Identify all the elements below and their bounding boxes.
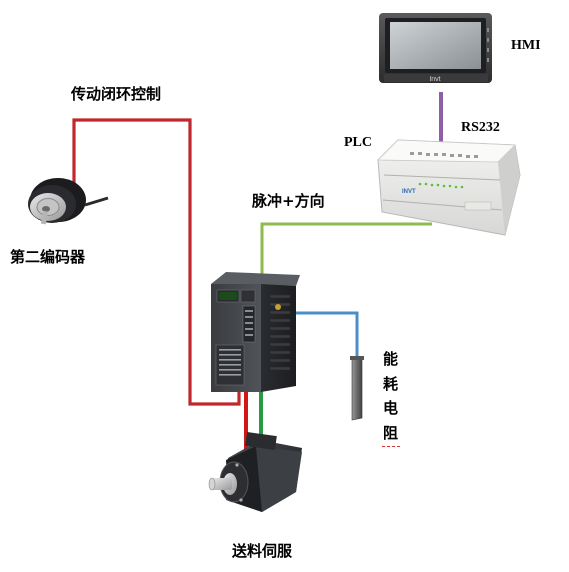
servo-driver-device xyxy=(211,272,300,392)
hmi-brand-text: Invt xyxy=(429,76,440,83)
pulse-direction-wire xyxy=(260,222,432,282)
second-encoder-device xyxy=(28,178,109,225)
plc-device: INVT xyxy=(377,139,521,236)
pulse-direction-label: 脉冲+方向 xyxy=(252,192,325,210)
servo-motor-device xyxy=(208,431,302,512)
hmi-label: HMI xyxy=(511,38,541,53)
braking-resistor-label: 能耗电阻 xyxy=(383,350,399,442)
hmi-device: Invt xyxy=(379,13,492,83)
rs232-label: RS232 xyxy=(461,120,500,135)
braking-resistor-device xyxy=(350,356,364,421)
resistor-wire xyxy=(296,311,359,360)
second-encoder-label: 第二编码器 xyxy=(10,248,86,266)
plc-label: PLC xyxy=(344,135,372,150)
plc-brand-text: INVT xyxy=(402,189,416,195)
feed-servo-label: 送料伺服 xyxy=(232,542,293,560)
closed-loop-wire xyxy=(72,118,241,406)
braking-resistor-label-underline xyxy=(382,446,400,447)
closed-loop-label: 传动闭环控制 xyxy=(71,85,162,103)
